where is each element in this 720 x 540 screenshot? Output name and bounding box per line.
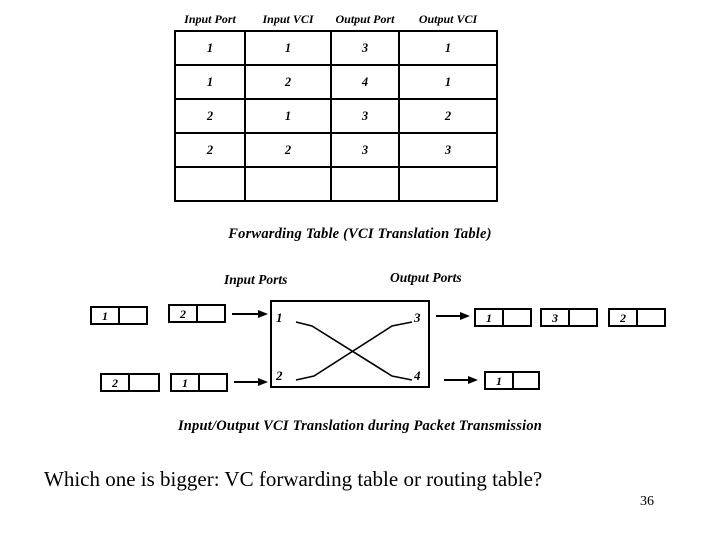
packet-payload-cell [514,373,538,388]
cell-input-port: 1 [174,64,246,100]
packet-vci-value: 3 [542,310,570,325]
cell-output-port [330,166,400,202]
table-row: 2 1 3 2 [174,98,498,134]
cell-input-port: 2 [174,98,246,134]
cell-input-port [174,166,246,202]
packet-payload-cell [130,375,158,390]
cell-output-vci: 3 [398,132,498,168]
cell-output-vci: 1 [398,64,498,100]
table-row-empty [174,166,498,202]
switch-input-port-1: 1 [276,310,283,325]
forwarding-table-caption: Forwarding Table (VCI Translation Table) [228,226,492,242]
packet-vci-value: 1 [476,310,504,325]
table-row: 1 1 3 1 [174,30,498,66]
column-header-input-port: Input Port [175,8,245,32]
cell-input-vci: 1 [244,30,332,66]
output-ports-label: Output Ports [390,270,462,285]
packet-vci-value: 1 [486,373,514,388]
packet-vci-value: 2 [610,310,638,325]
cell-input-vci: 2 [244,64,332,100]
table-row: 2 2 3 3 [174,132,498,168]
slide-question-text: Which one is bigger: VC forwarding table… [44,467,543,491]
packet-payload-cell [570,310,596,325]
cell-input-port: 2 [174,132,246,168]
output-packet-top-3: 2 [608,308,666,327]
cell-input-vci [244,166,332,202]
output-packet-top-1: 1 [474,308,532,327]
switch-output-port-3: 3 [414,310,421,325]
input-ports-label: Input Ports [224,272,288,287]
input-packet-bottom-right: 1 [170,373,228,392]
cell-input-vci: 1 [244,98,332,134]
forwarding-table: Input Port Input VCI Output Port Output … [174,8,498,202]
packet-payload-cell [638,310,664,325]
output-packet-top-2: 3 [540,308,598,327]
cell-input-vci: 2 [244,132,332,168]
packet-payload-cell [504,310,530,325]
cell-output-port: 4 [330,64,400,100]
packet-vci-value: 1 [92,308,120,323]
cell-output-vci [398,166,498,202]
packet-vci-value: 2 [102,375,130,390]
switch-output-port-4: 4 [414,368,421,383]
packet-vci-value: 2 [170,306,198,321]
cell-output-port: 3 [330,132,400,168]
output-packet-bottom-1: 1 [484,371,540,390]
input-packet-top-left: 1 [90,306,148,325]
packet-vci-value: 1 [172,375,200,390]
column-header-output-port: Output Port [331,8,399,32]
cell-output-port: 3 [330,98,400,134]
switch-fabric-box [270,300,430,388]
table-header-row: Input Port Input VCI Output Port Output … [175,8,497,32]
column-header-output-vci: Output VCI [399,8,497,32]
packet-payload-cell [120,308,146,323]
table-row: 1 2 4 1 [174,64,498,100]
cell-output-vci: 2 [398,98,498,134]
column-header-input-vci: Input VCI [245,8,331,32]
packet-payload-cell [198,306,224,321]
cell-input-port: 1 [174,30,246,66]
switch-diagram-caption: Input/Output VCI Translation during Pack… [177,418,543,434]
switch-input-port-2: 2 [276,368,283,383]
page-number: 36 [640,494,654,509]
packet-payload-cell [200,375,226,390]
input-packet-top-right: 2 [168,304,226,323]
input-packet-bottom-left: 2 [100,373,160,392]
cell-output-vci: 1 [398,30,498,66]
cell-output-port: 3 [330,30,400,66]
